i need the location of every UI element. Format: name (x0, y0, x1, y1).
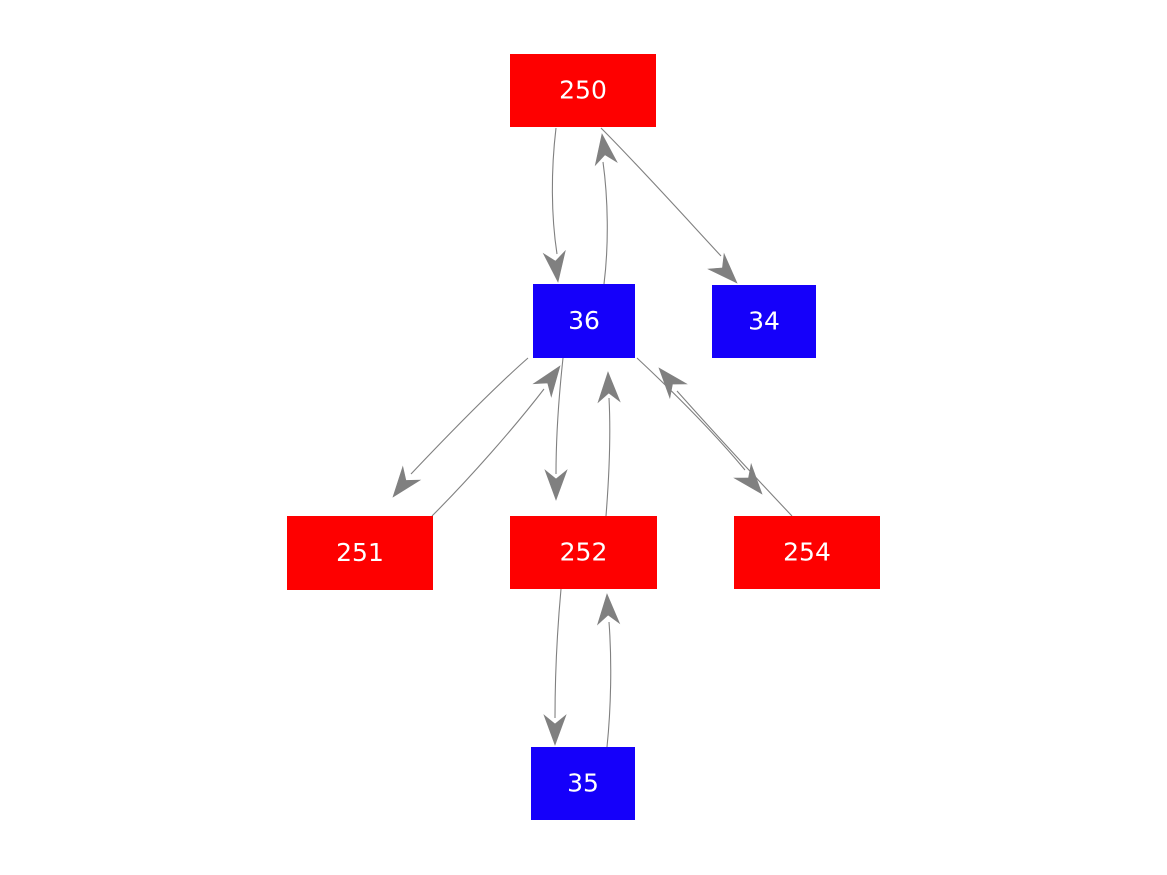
node-250[interactable]: 250 (510, 54, 656, 127)
node-label: 34 (748, 307, 780, 336)
node-box[interactable] (287, 516, 433, 590)
edge-line (600, 127, 722, 257)
edge-252-to-36 (597, 371, 621, 517)
edges-layer (392, 127, 793, 748)
node-251[interactable]: 251 (287, 516, 433, 590)
edge-line (554, 588, 562, 719)
edge-line (606, 621, 612, 748)
node-label: 252 (560, 538, 608, 567)
node-box[interactable] (734, 516, 880, 589)
edge-line (602, 161, 608, 285)
arrowhead-icon (596, 593, 621, 626)
edge-36-to-254 (636, 357, 763, 495)
edge-252-to-35 (543, 588, 567, 746)
arrowhead-icon (597, 371, 621, 404)
arrowhead-icon (733, 462, 763, 495)
nodes-layer: 250 36 34 251 252 254 35 (287, 54, 880, 820)
node-label: 250 (559, 76, 607, 105)
edge-line (431, 388, 545, 517)
node-box[interactable] (531, 747, 635, 820)
node-254[interactable]: 254 (734, 516, 880, 589)
node-label: 254 (783, 538, 831, 567)
edge-254-to-36 (658, 367, 793, 517)
node-box[interactable] (533, 284, 635, 358)
node-box[interactable] (712, 285, 816, 358)
node-34[interactable]: 34 (712, 285, 816, 358)
arrowhead-icon (392, 465, 422, 498)
arrowhead-icon (532, 365, 561, 398)
arrowhead-icon (707, 252, 738, 284)
edge-line (676, 390, 793, 517)
edge-36-to-251 (392, 357, 529, 498)
node-box[interactable] (510, 54, 656, 127)
edge-line (410, 357, 529, 475)
arrowhead-icon (543, 714, 567, 746)
node-label: 36 (568, 306, 600, 335)
arrowhead-icon (544, 469, 568, 501)
node-252[interactable]: 252 (510, 516, 657, 589)
edge-250-to-34 (600, 127, 738, 284)
arrowhead-icon (658, 367, 688, 400)
node-36[interactable]: 36 (533, 284, 635, 358)
arrowhead-icon (594, 133, 618, 167)
edge-35-to-252 (596, 593, 621, 748)
arrowhead-icon (542, 249, 566, 283)
edge-251-to-36 (431, 365, 561, 517)
node-box[interactable] (510, 516, 657, 589)
edge-36-to-252 (544, 357, 568, 501)
edge-36-to-250 (594, 133, 618, 285)
edge-line (555, 357, 564, 475)
node-label: 35 (567, 769, 599, 798)
edge-250-to-36 (542, 127, 566, 283)
edge-line (551, 127, 558, 255)
node-label: 251 (336, 538, 384, 567)
edge-line (605, 397, 611, 517)
node-35[interactable]: 35 (531, 747, 635, 820)
edge-line (636, 357, 746, 471)
